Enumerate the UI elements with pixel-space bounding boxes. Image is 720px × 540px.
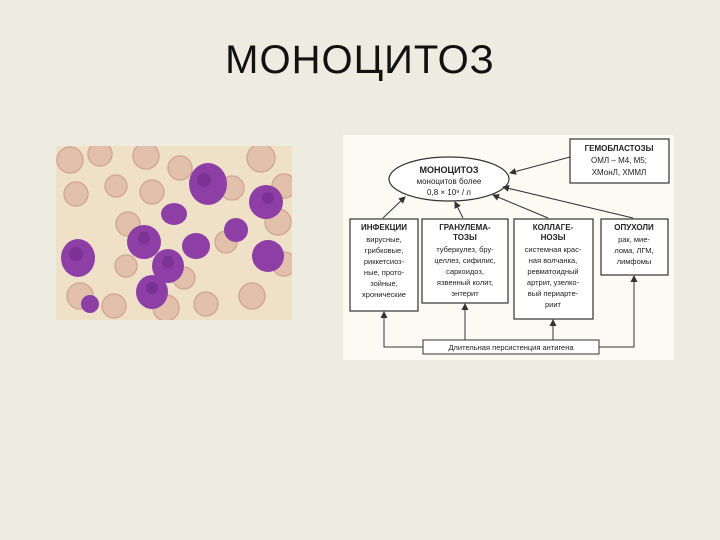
collagenoses-line: риит (545, 300, 562, 309)
hemoblastoses-line3: ХМонЛ, ХММЛ (592, 168, 647, 177)
granulomatoses-line: саркоидоз, (446, 267, 484, 276)
antigen-persistence-label: Длительная персистенция антигена (448, 343, 574, 352)
granulomatoses-line: целлез, сифилис, (434, 256, 495, 265)
infections-line: вирусные, (366, 235, 401, 244)
collagenoses-line: артрит, узелко- (527, 278, 580, 287)
infections-line: зойные, (370, 279, 398, 288)
hemoblastoses-line2: ОМЛ – М4, М5; (591, 156, 647, 165)
center-subtitle: моноцитов более (417, 177, 482, 186)
infections-line: ные, прото- (364, 268, 405, 277)
infections-line: хронические (362, 290, 406, 299)
infections-line: риккетсиоз- (364, 257, 405, 266)
collagenoses-line: системная крас- (525, 245, 582, 254)
tumors-line: рак, мие- (618, 235, 650, 244)
tumors-line: лимфомы (617, 257, 652, 266)
infections-title: ИНФЕКЦИИ (361, 223, 407, 232)
antigen-persistence-box (422, 339, 600, 355)
collagenoses-line: вый периартe- (528, 289, 579, 298)
hemoblastoses-box (569, 138, 670, 184)
granulomatoses-line: туберкулез, бру- (436, 245, 494, 254)
center-title: МОНОЦИТОЗ (420, 165, 479, 175)
collagenoses-box (513, 218, 594, 320)
monocytosis-diagram: МОНОЦИТОЗ моноцитов более 0,8 × 10⁹ / л … (343, 135, 674, 360)
granulomatoses-line: энтерит (451, 289, 479, 298)
tumors-line: лома, ЛГМ, (614, 246, 653, 255)
tumors-box (600, 218, 669, 276)
granulomatoses-title: ТОЗЫ (453, 233, 477, 242)
granulomatoses-box (421, 218, 509, 304)
slide-title: МОНОЦИТОЗ (225, 38, 495, 82)
infections-line: грибковые, (365, 246, 404, 255)
collagenoses-line: ная волчанка, (529, 256, 578, 265)
tumors-title: ОПУХОЛИ (614, 223, 654, 232)
collagenoses-title: НОЗЫ (541, 233, 566, 242)
collagenoses-title: КОЛЛАГЕ- (533, 223, 574, 232)
hemoblastoses-title: ГЕМОБЛАСТОЗЫ (585, 144, 654, 153)
center-ellipse (388, 156, 510, 202)
granulomatoses-line: язвенный колит, (437, 278, 493, 287)
granulomatoses-title: ГРАНУЛЕМА- (439, 223, 491, 232)
blood-smear-micrograph (56, 146, 292, 320)
center-value: 0,8 × 10⁹ / л (427, 188, 471, 197)
collagenoses-line: ревматоидный (527, 267, 578, 276)
